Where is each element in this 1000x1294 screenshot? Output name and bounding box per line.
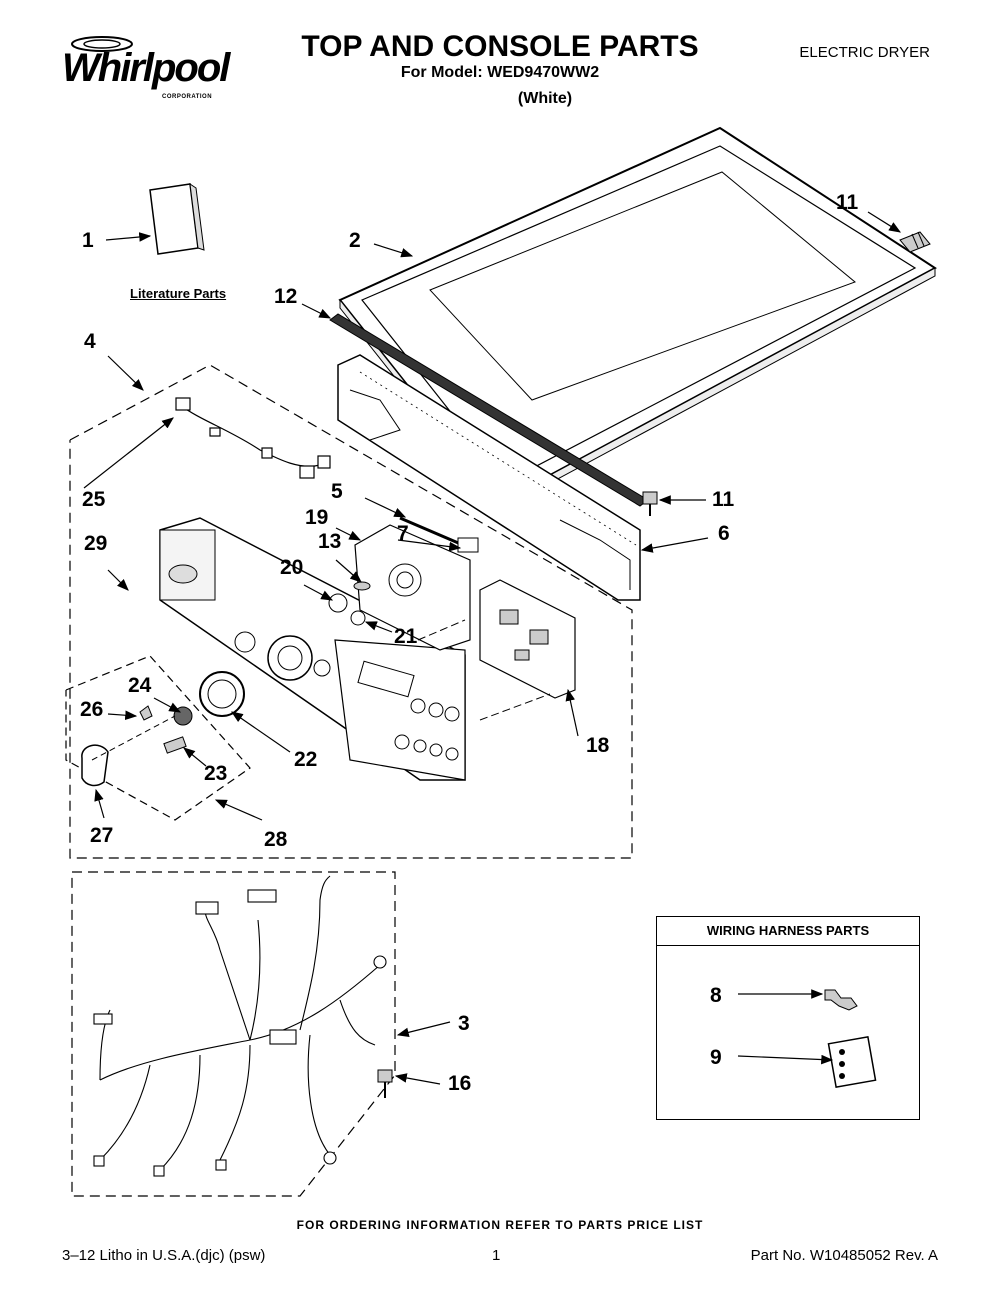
callout-23: 23 [204,762,228,785]
callout-1: 1 [82,229,94,252]
part-number: Part No. W10485052 Rev. A [750,1247,938,1264]
main-wiring-harness [93,875,387,1177]
screw-top [899,231,931,253]
clip-part [457,537,479,553]
user-interface-board [354,524,471,651]
callout-18: 18 [586,734,610,757]
appliance-category: ELECTRIC DRYER [799,44,930,61]
callout-11-top: 11 [836,191,859,214]
callout-3: 3 [458,1012,470,1035]
callout-16: 16 [448,1072,472,1095]
wiring-harness-parts-box: WIRING HARNESS PARTS [656,916,920,1120]
console-bracket [337,354,641,601]
callout-19: 19 [305,506,329,529]
callout-13: 13 [318,530,342,553]
callout-29: 29 [84,532,108,555]
callout-6: 6 [718,522,730,545]
page-title: TOP AND CONSOLE PARTS [301,30,699,63]
callout-12: 12 [274,285,298,308]
callout-22: 22 [294,748,318,771]
wiring-harness-parts-title: WIRING HARNESS PARTS [657,917,919,946]
callout-2: 2 [349,229,361,252]
callout-21: 21 [394,625,418,648]
page-number: 1 [492,1247,501,1264]
brand-wordmark: Whirlpool [62,46,230,90]
callout-11-lower: 11 [712,488,735,511]
connector-part [827,1035,877,1089]
whirlpool-logo: Whirlpool CORPORATION [62,30,232,100]
callout-8: 8 [710,984,722,1007]
console-assembly-outline [69,364,633,859]
control-knob [81,744,109,787]
screw-lower [642,491,658,516]
encoder-ring [199,671,245,717]
spring-clip-part [139,705,153,721]
callout-20: 20 [280,556,304,579]
literature-booklet [149,182,205,255]
callout-leaders [83,211,902,1085]
callout-9: 9 [710,1046,722,1069]
switch-part [163,736,187,754]
electronic-control-board [479,579,576,699]
color-line: (White) [517,90,573,107]
callout-28: 28 [264,828,288,851]
knob-part-21 [350,610,366,626]
callout-26: 26 [80,698,104,721]
button-part [353,581,371,591]
model-line: For Model: WED9470WW2 [400,64,600,81]
ordering-note: FOR ORDERING INFORMATION REFER TO PARTS … [296,1218,704,1232]
console-harness [175,397,331,479]
callout-27: 27 [90,824,114,847]
console-panel [159,517,466,781]
litho-info: 3–12 Litho in U.S.A.(djc) (psw) [62,1247,266,1264]
callout-25: 25 [82,488,106,511]
callout-5: 5 [331,480,343,503]
callout-4: 4 [84,330,96,353]
knob-assembly-outline [65,655,251,821]
brand-subtitle: CORPORATION [162,94,213,100]
ground-screw [377,1069,393,1098]
knob-part-20 [328,593,348,613]
terminal-part [824,989,858,1011]
main-harness-outline [71,871,396,1197]
callout-7: 7 [397,522,409,545]
callout-24: 24 [128,674,152,697]
logo-swirl-icon [71,36,133,52]
literature-parts-label: Literature Parts [130,286,227,301]
